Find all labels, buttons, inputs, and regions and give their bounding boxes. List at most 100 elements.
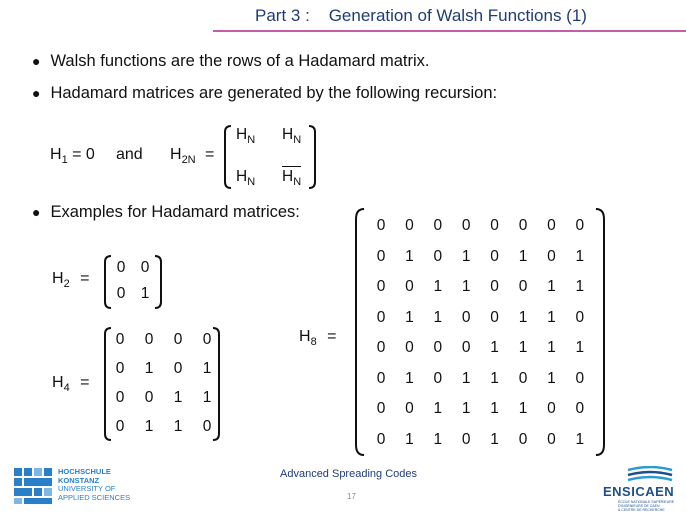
matrix-cell: 0 [547, 400, 556, 417]
bullet-text: Examples for Hadamard matrices: [50, 203, 300, 221]
matrix-cell: 1 [433, 278, 443, 295]
matrix-cell: 1 [173, 418, 183, 435]
matrix-cell: 1 [490, 430, 499, 448]
matrix-cell: 1 [202, 360, 212, 377]
matrix-cell: 0 [144, 331, 154, 348]
h2n-block-matrix: HN HN HN HN [222, 124, 318, 190]
bullet-dot-icon: ● [32, 85, 41, 101]
matrix-cell: 0 [461, 217, 471, 234]
matrix-cell: 1 [202, 389, 212, 406]
matrix-cell: 0 [116, 285, 126, 302]
matrix-cell: 1 [490, 369, 499, 387]
matrix-cell: 0 [376, 217, 386, 234]
matrix-cell: 0 [547, 247, 556, 265]
matrix-brackets [104, 255, 162, 309]
matrix-cell: 0 [173, 360, 183, 377]
matrix-cell: 1 [405, 430, 414, 448]
matrix-cell: 1 [547, 339, 556, 356]
block-cell: HN [236, 168, 256, 189]
matrix-cell: 1 [144, 418, 154, 435]
matrix-cell: 1 [140, 285, 150, 302]
block-cell-complement: HN [282, 166, 302, 189]
h1-value: = 0 [67, 146, 95, 163]
matrix-cell: 1 [518, 247, 528, 265]
matrix-cell: 0 [115, 389, 125, 406]
title-underline [213, 30, 686, 32]
matrix-cell: 0 [547, 217, 556, 234]
matrix-cell: 1 [461, 278, 471, 295]
matrix-cell: 0 [376, 430, 386, 448]
matrix-cell: 0 [433, 339, 443, 356]
matrix-cell: 0 [490, 247, 499, 265]
matrix-brackets [104, 327, 220, 441]
matrix-cell: 1 [405, 247, 414, 265]
bullet-text: Walsh functions are the rows of a Hadama… [50, 52, 430, 70]
matrix-cell: 0 [575, 308, 585, 326]
matrix-cell: 1 [575, 247, 585, 265]
h2-label: H2 = [52, 270, 90, 291]
matrix-cell: 0 [575, 369, 585, 387]
hochschule-logo-text: HOCHSCHULE KONSTANZ UNIVERSITY OF APPLIE… [58, 467, 131, 502]
ensicaen-logo-subtitle: ÉCOLE NATIONALE SUPÉRIEURE D'INGÉNIEURS … [618, 500, 675, 513]
matrix-cell: 0 [518, 369, 528, 387]
matrix-cell: 0 [376, 339, 386, 356]
matrix-cell: 1 [490, 339, 499, 356]
matrix-cell: 0 [115, 418, 125, 435]
matrix-cell: 0 [140, 259, 150, 276]
h2n-equals: = [205, 146, 215, 163]
matrix-cell: 0 [115, 331, 125, 348]
matrix-cell: 0 [575, 400, 585, 417]
matrix-cell: 0 [144, 389, 154, 406]
bullet-item: ● Walsh functions are the rows of a Hada… [32, 52, 430, 71]
bullet-item: ● Examples for Hadamard matrices: [32, 203, 300, 222]
matrix-cell: 0 [490, 278, 499, 295]
matrix-cell: 0 [405, 217, 414, 234]
ensicaen-wave-icon [626, 465, 674, 484]
matrix-cell: 0 [461, 339, 471, 356]
matrix-cell: 0 [518, 278, 528, 295]
matrix-brackets [355, 208, 605, 456]
matrix-cell: 0 [490, 308, 499, 326]
matrix-cell: 1 [405, 308, 414, 326]
matrix-cell: 0 [461, 430, 471, 448]
block-cell: HN [282, 126, 302, 147]
h2n-symbol: H [170, 146, 182, 163]
hochschule-logo-icon [14, 468, 54, 504]
matrix-cell: 0 [433, 217, 443, 234]
matrix-cell: 1 [518, 400, 528, 417]
matrix-cell: 1 [575, 339, 585, 356]
matrix-cell: 1 [547, 308, 556, 326]
matrix-cell: 0 [405, 400, 414, 417]
matrix-cell: 0 [405, 339, 414, 356]
h1-symbol: H [50, 146, 62, 163]
matrix-cell: 0 [490, 217, 499, 234]
matrix-cell: 0 [115, 360, 125, 377]
and-word: and [116, 146, 143, 163]
bullet-dot-icon: ● [32, 53, 41, 69]
matrix-cell: 1 [547, 369, 556, 387]
matrix-cell: 0 [433, 247, 443, 265]
matrix-brackets [224, 125, 316, 189]
matrix-cell: 0 [376, 308, 386, 326]
h2n-label: H2N [170, 146, 196, 166]
matrix-cell: 0 [376, 247, 386, 265]
matrix-cell: 1 [461, 400, 471, 417]
matrix-cell: 1 [575, 430, 585, 448]
matrix-cell: 1 [518, 308, 528, 326]
matrix-cell: 0 [575, 217, 585, 234]
matrix-cell: 0 [433, 369, 443, 387]
h1-subscript: 1 [61, 154, 68, 167]
matrix-cell: 0 [547, 430, 556, 448]
matrix-cell: 1 [433, 400, 443, 417]
matrix-cell: 1 [461, 247, 471, 265]
bullet-text: Hadamard matrices are generated by the f… [50, 84, 498, 102]
matrix-cell: 1 [144, 360, 154, 377]
h1-definition: H1 = 0 [50, 146, 95, 166]
matrix-cell: 0 [518, 430, 528, 448]
ensicaen-logo-text: ENSICAEN [603, 484, 675, 499]
matrix-cell: 0 [202, 331, 212, 348]
matrix-cell: 1 [405, 369, 414, 387]
matrix-cell: 0 [173, 331, 183, 348]
matrix-cell: 1 [547, 278, 556, 295]
